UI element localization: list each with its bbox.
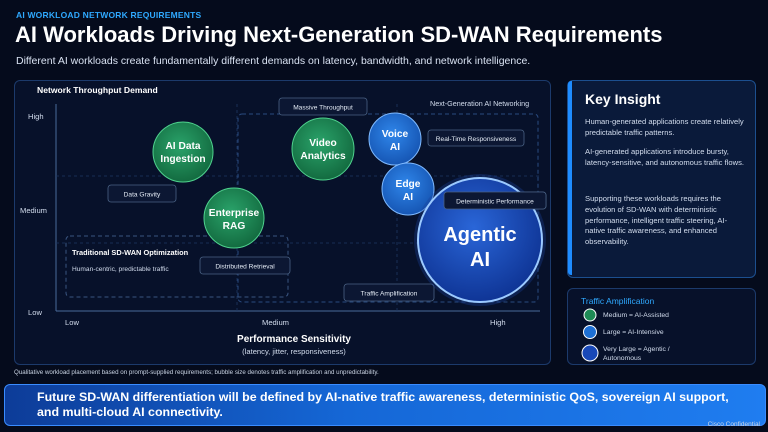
svg-text:Agentic: Agentic [443, 224, 516, 246]
y-tick-high: High [28, 112, 44, 121]
key-insight-paragraph-3: Supporting these workloads requires the … [585, 194, 728, 247]
banner-text: Future SD-WAN differentiation will be de… [37, 390, 729, 419]
svg-text:Voice: Voice [382, 129, 409, 140]
bubble-enterprise-rag: Enterprise RAG [203, 187, 265, 249]
bottom-banner [4, 384, 766, 426]
legend-item-medium: Medium = AI-Assisted [603, 312, 669, 319]
bubble-video-analytics: Video Analytics [291, 117, 355, 181]
chart-caption: Qualitative workload placement based on … [14, 369, 379, 376]
page-title: AI Workloads Driving Next-Generation SD-… [15, 22, 663, 47]
legend-swatches [581, 308, 599, 362]
bubble-voice-ai: Voice AI [368, 112, 422, 166]
legend-swatch-medium [583, 308, 597, 322]
svg-text:Video: Video [309, 138, 337, 149]
next-gen-zone-title: Next-Generation AI Networking [430, 99, 529, 108]
legend-item-very-large: Very Large = Agentic / Autonomous [603, 346, 670, 362]
svg-text:Real-Time Responsiveness: Real-Time Responsiveness [436, 136, 517, 143]
kicker: AI WORKLOAD NETWORK REQUIREMENTS [16, 10, 202, 20]
svg-text:Data Gravity: Data Gravity [124, 192, 161, 199]
tag-data-gravity: Data Gravity [107, 184, 177, 203]
svg-text:AI: AI [470, 249, 490, 271]
svg-text:Enterprise: Enterprise [209, 208, 260, 219]
bubble-ai-data-ingestion: AI Data Ingestion [152, 121, 214, 183]
svg-text:Distributed Retrieval: Distributed Retrieval [215, 264, 275, 271]
legend-panel [567, 288, 756, 365]
bubble-edge-ai: Edge AI [381, 162, 435, 216]
legend-title: Traffic Amplification [581, 296, 655, 306]
svg-text:AI: AI [403, 192, 413, 203]
svg-text:RAG: RAG [223, 221, 246, 232]
svg-text:Edge: Edge [396, 179, 421, 190]
svg-text:Deterministic Performance: Deterministic Performance [456, 199, 534, 206]
y-tick-medium: Medium [20, 206, 47, 215]
y-tick-low: Low [28, 308, 42, 317]
traditional-zone-title: Traditional SD-WAN Optimization [72, 248, 189, 257]
svg-text:Traffic Amplification: Traffic Amplification [361, 291, 418, 298]
legend-swatch-very-large [581, 344, 599, 362]
tag-distributed-retrieval: Distributed Retrieval [199, 256, 291, 275]
page-subtitle: Different AI workloads create fundamenta… [16, 55, 531, 67]
footer-confidential: Cisco Confidential [707, 421, 760, 428]
legend-item-large: Large = AI-Intensive [603, 329, 664, 336]
x-axis-subtitle: (latency, jitter, responsiveness) [242, 347, 346, 356]
x-axis-title: Performance Sensitivity [237, 334, 351, 345]
key-insight-accent-bar [568, 81, 572, 275]
key-insight-paragraph-2: AI-generated applications introduce burs… [585, 147, 744, 167]
x-tick-low: Low [65, 318, 79, 327]
svg-text:AI: AI [390, 142, 400, 153]
key-insight-title: Key Insight [585, 91, 661, 107]
tag-deterministic-performance-overlay: Deterministic Performance [443, 191, 547, 210]
svg-text:Ingestion: Ingestion [160, 154, 205, 165]
svg-text:Massive Throughput: Massive Throughput [293, 105, 353, 112]
tag-real-time-responsiveness: Real-Time Responsiveness [427, 129, 525, 147]
key-insight-paragraph-1: Human-generated applications create rela… [585, 117, 744, 137]
svg-text:Analytics: Analytics [300, 151, 346, 162]
key-insight-panel [567, 80, 756, 278]
tag-traffic-amplification: Traffic Amplification [343, 283, 435, 302]
tag-massive-throughput: Massive Throughput [278, 97, 368, 116]
legend-swatch-large [583, 325, 597, 339]
y-axis-title: Network Throughput Demand [37, 85, 158, 95]
x-tick-high: High [490, 318, 506, 327]
svg-text:AI Data: AI Data [165, 141, 200, 152]
traditional-zone-subtitle: Human-centric, predictable traffic [72, 266, 169, 273]
x-tick-medium: Medium [262, 318, 289, 327]
